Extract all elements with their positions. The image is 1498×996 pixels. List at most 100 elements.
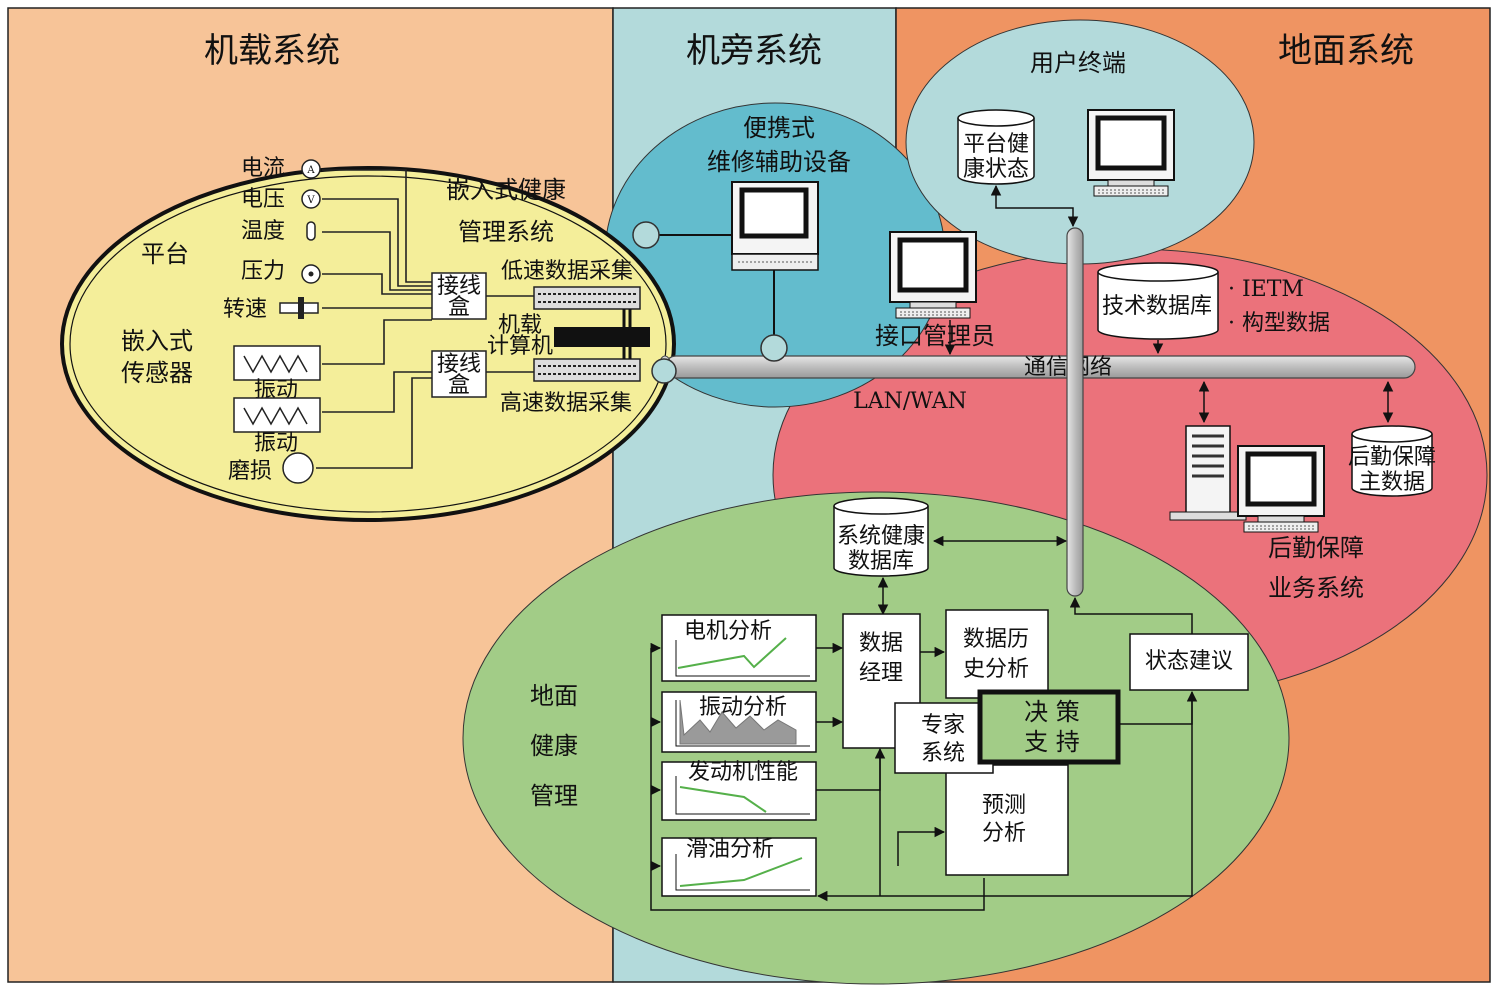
network-connector-node bbox=[651, 358, 677, 384]
history-analysis-box bbox=[945, 609, 1049, 699]
onboard-computer-label-2: 计算机 bbox=[487, 334, 553, 359]
junction-box-2-label-1: 接线 bbox=[437, 352, 481, 377]
interface-manager-label: 接口管理员 bbox=[875, 322, 995, 350]
prediction-label-2: 分析 bbox=[982, 821, 1026, 846]
lan-wan-label: LAN/WAN bbox=[853, 389, 967, 414]
expert-system-label-1: 专家 bbox=[921, 713, 965, 738]
vibration-wave-icon bbox=[243, 406, 308, 426]
onboard-computer-unit bbox=[554, 327, 650, 347]
motor-analysis-panel bbox=[661, 614, 817, 682]
low-speed-acq-label: 低速数据采集 bbox=[501, 259, 633, 284]
platform-health-label-2: 康状态 bbox=[963, 157, 1029, 182]
ground-zone-title: 地面系统 bbox=[1278, 31, 1414, 71]
portable-title-1: 便携式 bbox=[743, 114, 815, 142]
status-advice-box bbox=[1129, 633, 1249, 691]
onboard-connector-node bbox=[632, 221, 660, 249]
tech-db-icon bbox=[1097, 262, 1219, 340]
ammeter-icon bbox=[301, 159, 321, 179]
ehms-label-2: 管理系统 bbox=[458, 218, 554, 246]
low-speed-acq-unit bbox=[533, 286, 641, 310]
config-data-label: · 构型数据 bbox=[1228, 311, 1330, 336]
logistics-db-label-2: 主数据 bbox=[1359, 470, 1425, 495]
sensor-wear-label: 磨损 bbox=[228, 459, 272, 484]
logistics-db-label-1: 后勤保障 bbox=[1348, 445, 1436, 470]
history-analysis-label-1: 数据历 bbox=[963, 627, 1029, 652]
sys-health-db-label-1: 系统健康 bbox=[837, 524, 925, 549]
junction-box-1 bbox=[431, 272, 487, 320]
logistics-sys-label-1: 后勤保障 bbox=[1268, 534, 1364, 562]
vibration-spectrum-area bbox=[679, 699, 797, 745]
wear-sensor-icon bbox=[282, 452, 314, 484]
platform-label: 平台 bbox=[141, 240, 189, 268]
decision-support-box bbox=[977, 689, 1121, 765]
junction-box-2-label-2: 盒 bbox=[448, 373, 470, 398]
status-advice-label: 状态建议 bbox=[1145, 649, 1233, 674]
sensor-pressure-label: 压力 bbox=[241, 259, 285, 284]
vibration-wave-icon bbox=[243, 354, 308, 374]
ietm-label: · IETM bbox=[1228, 277, 1304, 302]
vibration-sensor-2 bbox=[233, 397, 321, 433]
vibration-analysis-label: 振动分析 bbox=[699, 695, 787, 720]
flightline-zone-title: 机旁系统 bbox=[686, 31, 822, 71]
oil-analysis-panel bbox=[661, 837, 817, 897]
onboard-computer-label-1: 机载 bbox=[498, 313, 542, 338]
voltmeter-icon bbox=[301, 189, 321, 209]
motor-analysis-label: 电机分析 bbox=[684, 619, 772, 644]
oil-analysis-trend bbox=[679, 857, 803, 887]
sensor-current-label: 电流 bbox=[241, 156, 285, 181]
analysis-feed-lines bbox=[650, 596, 1198, 911]
onboard-zone-title: 机载系统 bbox=[204, 31, 340, 71]
svg-text:V: V bbox=[306, 195, 315, 206]
motor-analysis-trend bbox=[677, 637, 787, 669]
thermometer-icon bbox=[306, 221, 316, 241]
engine-performance-trend bbox=[679, 786, 767, 813]
platform-health-db-icon bbox=[957, 109, 1035, 185]
sensor-temperature-label: 温度 bbox=[241, 219, 285, 244]
sensor-wiring bbox=[316, 169, 534, 469]
sensor-speed-label: 转速 bbox=[223, 297, 267, 322]
sensor-vibration2-label: 振动 bbox=[254, 431, 298, 456]
decision-support-label-2: 支 持 bbox=[1024, 728, 1080, 756]
engine-performance-panel bbox=[661, 761, 817, 821]
prediction-box bbox=[945, 764, 1069, 876]
embedded-sensor-label-2: 传感器 bbox=[121, 359, 193, 387]
history-analysis-label-2: 史分析 bbox=[963, 657, 1029, 682]
vibration-sensor-1 bbox=[233, 345, 321, 381]
ehms-label-1: 嵌入式健康 bbox=[446, 176, 566, 204]
high-speed-acq-unit bbox=[533, 358, 641, 382]
portable-computer-icon bbox=[731, 181, 819, 271]
platform-health-label-1: 平台健 bbox=[963, 132, 1029, 157]
health-to-backbone-link bbox=[990, 184, 1079, 228]
junction-box-2 bbox=[431, 350, 487, 398]
junction-box-1-label-1: 接线 bbox=[437, 274, 481, 299]
logistics-sys-label-2: 业务系统 bbox=[1268, 574, 1364, 602]
portable-connector-node bbox=[760, 334, 788, 362]
portable-title-2: 维修辅助设备 bbox=[707, 148, 851, 176]
vertical-backbone bbox=[1066, 227, 1084, 597]
data-manager-label-1: 数据 bbox=[859, 631, 903, 656]
server-tower-icon bbox=[1169, 425, 1247, 521]
junction-box-1-label-2: 盒 bbox=[448, 295, 470, 320]
sys-health-db-icon bbox=[833, 497, 929, 577]
svg-text:A: A bbox=[306, 165, 315, 176]
decision-support-label-1: 决 策 bbox=[1024, 698, 1080, 726]
user-terminal-title: 用户终端 bbox=[1030, 49, 1126, 77]
onboard-ellipse bbox=[60, 166, 676, 522]
ground-health-title-1: 地面 bbox=[530, 682, 578, 710]
tech-db-label: 技术数据库 bbox=[1102, 294, 1212, 319]
oil-analysis-label: 滑油分析 bbox=[686, 837, 774, 862]
ground-health-title-2: 健康 bbox=[530, 732, 578, 760]
embedded-sensor-label-1: 嵌入式 bbox=[121, 327, 193, 355]
sys-health-db-label-2: 数据库 bbox=[848, 549, 914, 574]
engine-performance-label: 发动机性能 bbox=[688, 760, 798, 785]
expert-system-label-2: 系统 bbox=[921, 741, 965, 766]
sensor-voltage-label: 电压 bbox=[241, 187, 285, 212]
vibration-analysis-panel bbox=[661, 691, 817, 753]
prediction-label-1: 预测 bbox=[982, 793, 1026, 818]
ground-health-title-3: 管理 bbox=[530, 782, 578, 810]
logistics-db-icon bbox=[1351, 425, 1433, 497]
high-speed-acq-label: 高速数据采集 bbox=[500, 391, 632, 416]
data-manager-label-2: 经理 bbox=[859, 661, 903, 686]
